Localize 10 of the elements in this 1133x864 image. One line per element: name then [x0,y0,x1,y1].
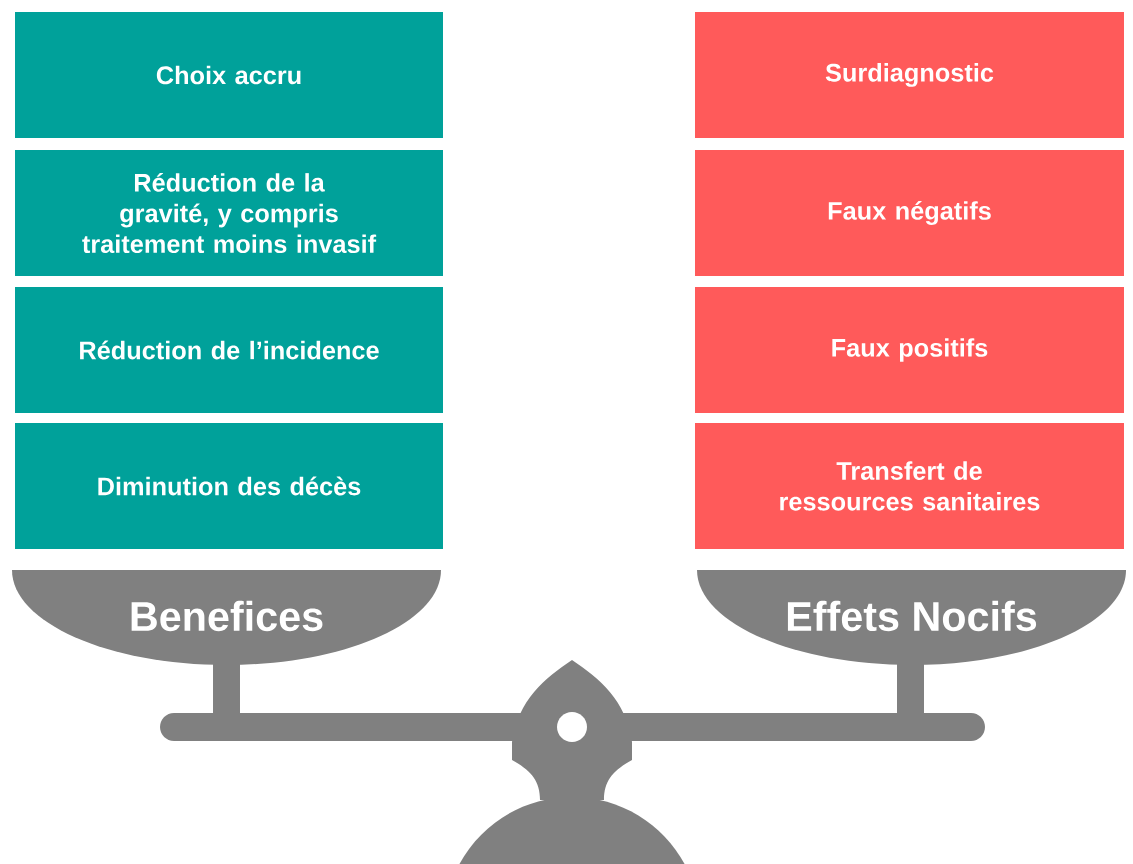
text-box: Transfert de ressources sanitaires [695,423,1124,549]
text-box: Faux positifs [695,287,1124,413]
text-box: Réduction de l’incidence [15,287,443,413]
text-box: Choix accru [15,12,443,138]
scale-pan: Effets Nocifs [697,570,1126,665]
text-box: Réduction de la gravité, y compris traitement moins invasif [15,150,443,276]
text-box: Surdiagnostic [695,12,1124,138]
scale-pan: Benefices [12,570,441,665]
text-box: Faux négatifs [695,150,1124,276]
text-box: Diminution des décès [15,423,443,549]
